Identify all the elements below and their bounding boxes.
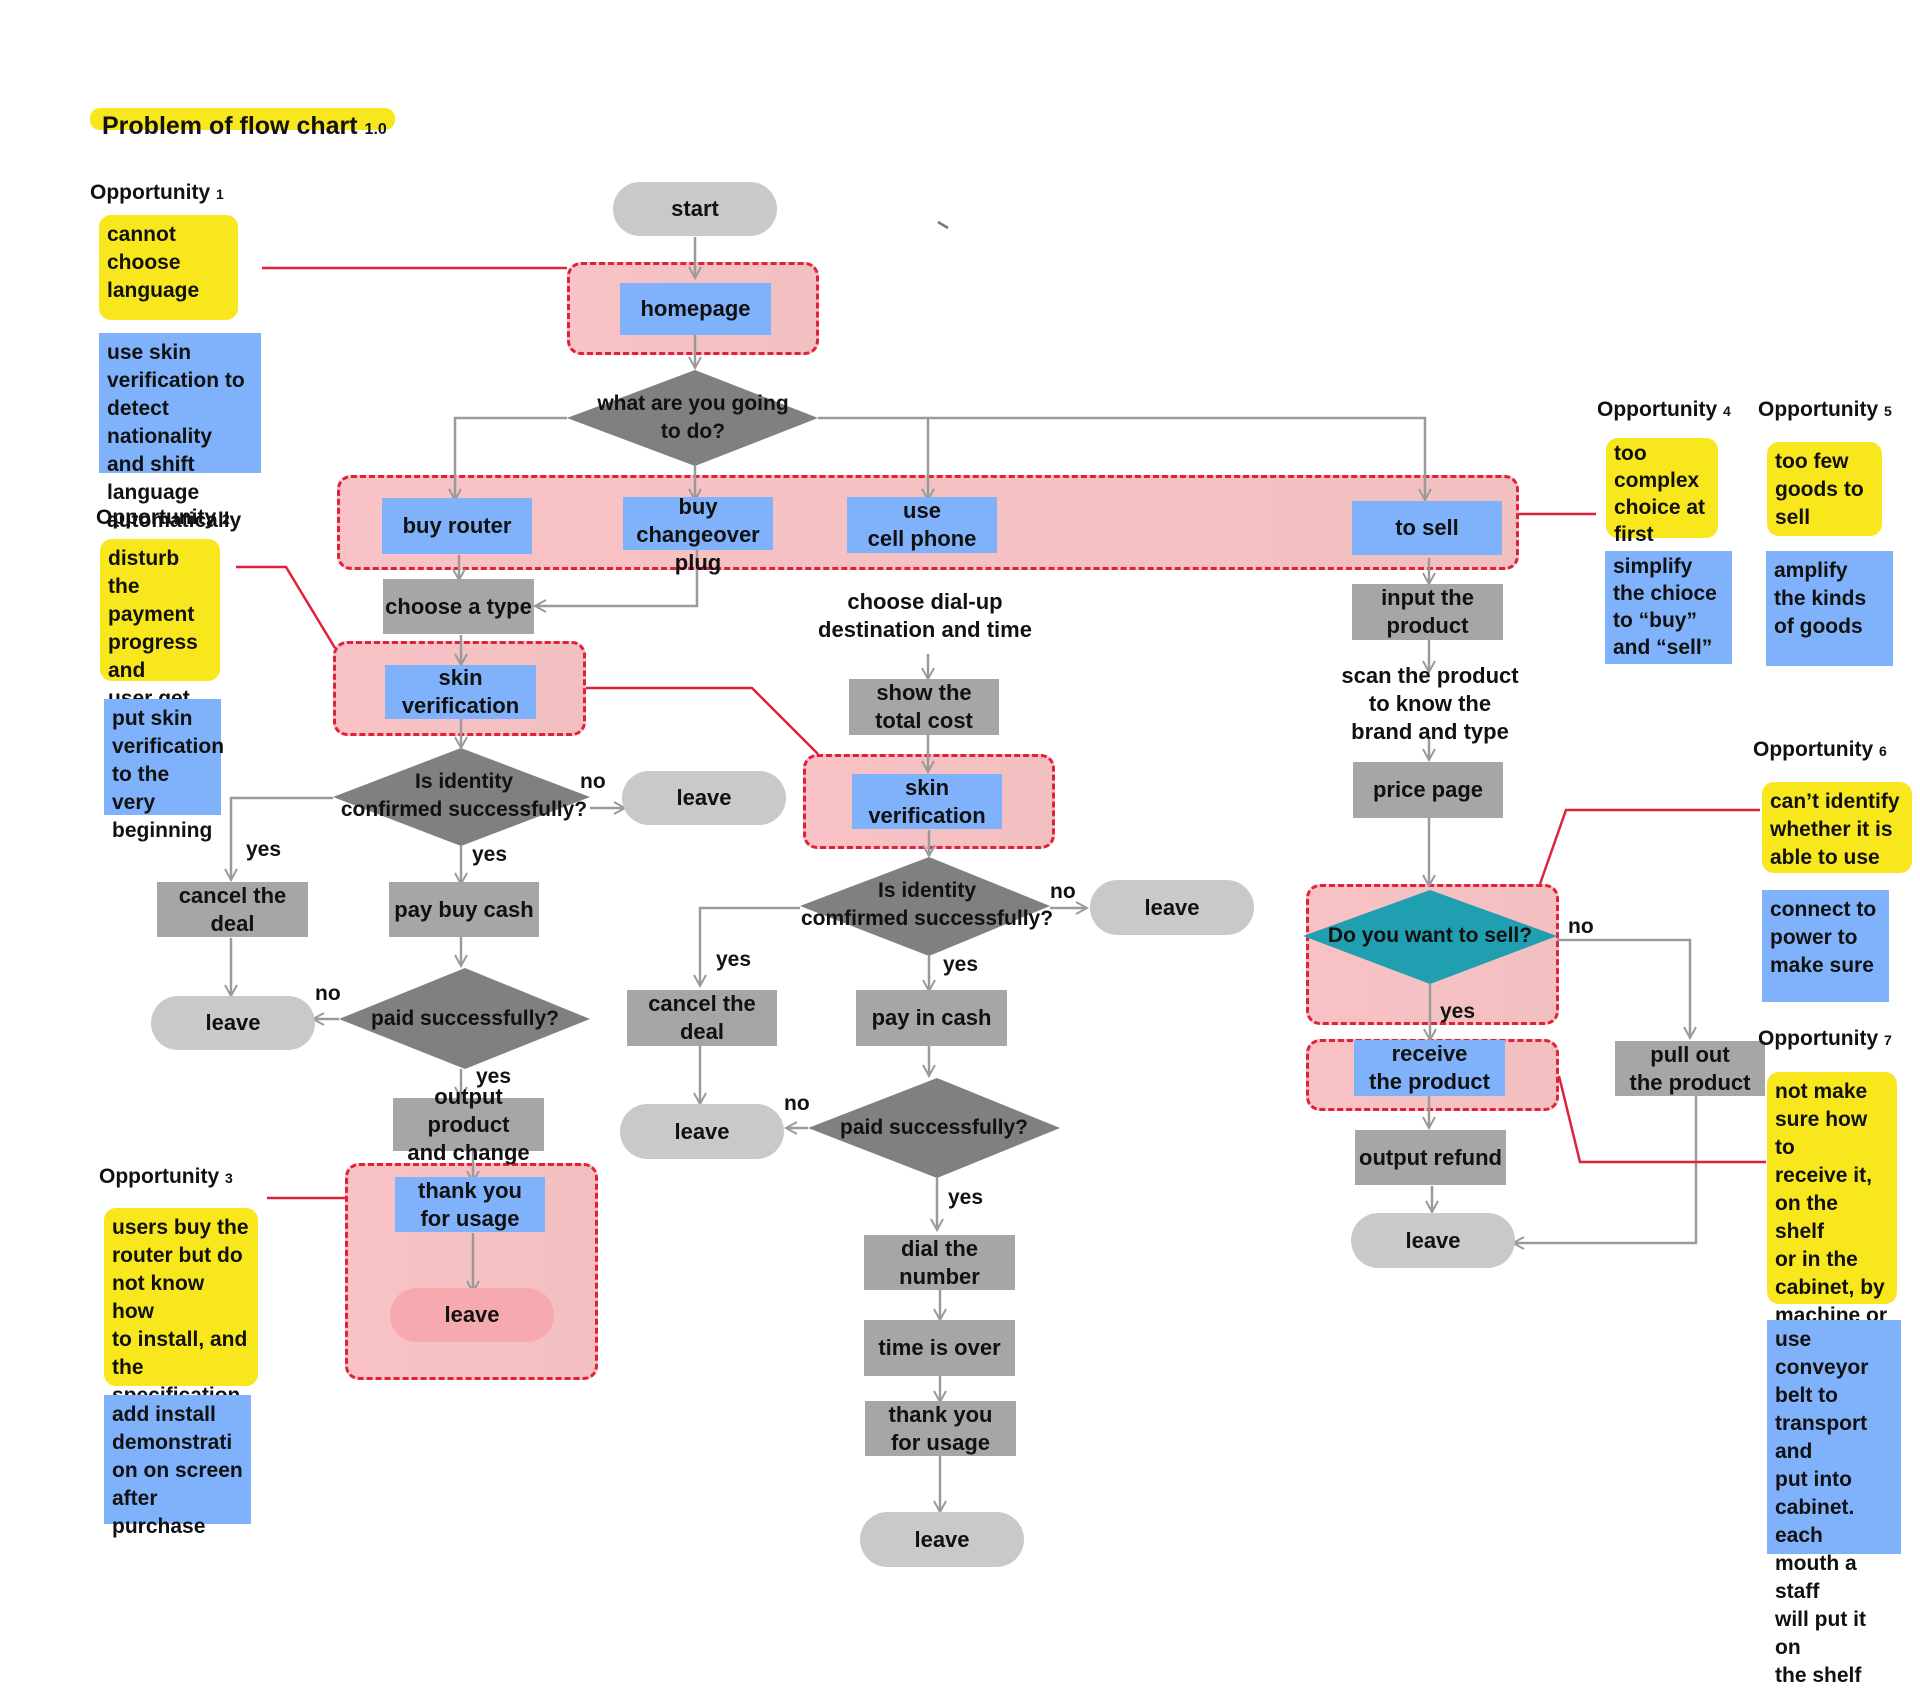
what-to-do-label: what are you going to do?: [597, 392, 789, 443]
input-product-step: input the product: [1352, 584, 1503, 640]
leave-terminal-g: leave: [1351, 1213, 1515, 1268]
identity1-label: Is identity confirmed successfully?: [340, 770, 588, 821]
yes-label-pay1: yes: [472, 843, 508, 866]
opportunity-2-solution: put skin verification to the very beginn…: [104, 699, 224, 842]
no-label-paid1: no: [315, 982, 341, 1005]
opportunity-6-solution: connect to power to make sure: [1762, 890, 1889, 1002]
yes-label-cancel1: yes: [246, 838, 282, 861]
opportunity-2-problem: disturb the payment progress and user ge…: [100, 539, 220, 738]
opportunity-6-title: Opportunity 6: [1753, 738, 1887, 761]
start-terminal: start: [613, 182, 777, 236]
no-label-sell: no: [1568, 915, 1594, 938]
leave-terminal-b: leave: [151, 996, 315, 1050]
opportunity-7-title: Opportunity 7: [1758, 1027, 1892, 1050]
yes-label-paid1: yes: [476, 1065, 512, 1088]
yes-label-cancel2: yes: [716, 948, 752, 971]
opportunity-4-problem: too complex choice at first: [1606, 438, 1718, 546]
opportunity-5-title: Opportunity 5: [1758, 398, 1892, 421]
show-cost-step: show the total cost: [849, 679, 999, 735]
opportunity-7-solution: use conveyor belt to transport and put i…: [1767, 1320, 1901, 1687]
paid1-label: paid successfully?: [371, 1007, 559, 1030]
opportunity-7-problem: not make sure how to receive it, on the …: [1767, 1072, 1897, 1355]
cancel-deal-1: cancel the deal: [157, 882, 308, 937]
no-label-identity2: no: [1050, 880, 1076, 903]
dial-number-step: dial the number: [864, 1235, 1015, 1290]
leave-terminal-f: leave: [860, 1512, 1024, 1567]
yes-label-sell: yes: [1440, 1000, 1476, 1023]
chart-title: Problem of flow chart 1.0: [102, 112, 387, 140]
identity2-label: Is identity comfirmed successfully?: [800, 879, 1054, 930]
use-phone-step: use cell phone: [847, 497, 997, 553]
skin-verification-1: skin verification: [385, 665, 536, 719]
opportunity-1-title: Opportunity 1: [90, 181, 224, 204]
problem-zone-sell: [1306, 884, 1559, 1025]
opportunity-4-solution: simplify the chioce to “buy” and “sell”: [1605, 551, 1732, 664]
opportunity-5-solution: amplify the kinds of goods: [1766, 551, 1893, 666]
receive-product-step: receive the product: [1354, 1040, 1505, 1096]
leave-terminal-e: leave: [620, 1104, 784, 1159]
opportunity-4-title: Opportunity 4: [1597, 398, 1731, 421]
scan-product-step: scan the product to know the brand and t…: [1341, 663, 1519, 744]
opportunity-3-title: Opportunity 3: [99, 1165, 233, 1188]
leave-terminal-d: leave: [1090, 880, 1254, 935]
pay-cash-2: pay in cash: [856, 990, 1007, 1046]
opportunity-5-problem: too few goods to sell: [1767, 442, 1882, 536]
pay-cash-1: pay buy cash: [389, 882, 539, 937]
opportunity-3-problem: users buy the router but do not know how…: [104, 1208, 258, 1435]
yes-label-paid2: yes: [948, 1186, 984, 1209]
opportunity-6-problem: can’t identify whether it is able to use: [1762, 782, 1912, 873]
output-refund-step: output refund: [1355, 1130, 1506, 1185]
no-label-identity1: no: [580, 770, 606, 793]
time-over-step: time is over: [864, 1320, 1015, 1376]
buy-plug-step: buy changeover plug: [623, 494, 773, 575]
sell-question-label: Do you want to sell?: [1327, 924, 1533, 947]
cancel-deal-2: cancel the deal: [627, 990, 777, 1046]
opportunity-3-solution: add install demonstrati on on screen aft…: [104, 1395, 251, 1538]
homepage-step: homepage: [620, 283, 771, 335]
no-label-paid2: no: [784, 1092, 810, 1115]
leave-terminal-a: leave: [622, 771, 786, 825]
title-highlight: [90, 108, 395, 130]
price-page-step: price page: [1353, 762, 1503, 818]
thank-you-1: thank you for usage: [395, 1177, 545, 1232]
skin-verification-2: skin verification: [852, 774, 1002, 829]
opportunity-1-solution: use skin verification to detect national…: [99, 333, 261, 532]
paid2-label: paid successfully?: [840, 1116, 1028, 1139]
yes-label-pay2: yes: [943, 953, 979, 976]
buy-router-step: buy router: [382, 498, 532, 554]
choose-type-step: choose a type: [383, 579, 534, 634]
to-sell-step: to sell: [1352, 501, 1502, 555]
output-change-step: output product and change: [393, 1084, 544, 1165]
thank-you-2: thank you for usage: [865, 1401, 1016, 1456]
pull-out-product-step: pull out the product: [1615, 1041, 1765, 1096]
opportunity-1-problem: cannot choose language: [99, 215, 238, 320]
choose-dial-step: choose dial-up destination and time: [818, 589, 1032, 642]
buy-plug-label: buy changeover plug: [636, 494, 760, 575]
opportunity-2-title: Opportunity 2: [96, 506, 230, 529]
leave-terminal-c: leave: [390, 1288, 554, 1342]
